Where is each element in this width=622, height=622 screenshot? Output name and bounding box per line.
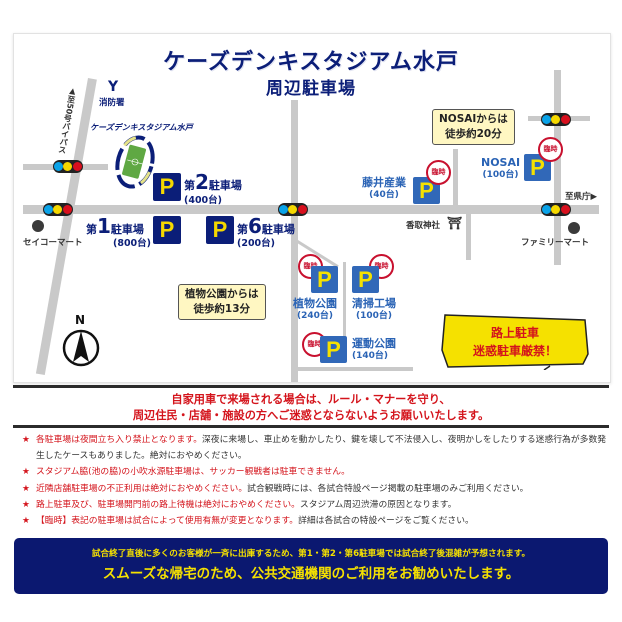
parking-icon-lot2: P: [153, 173, 181, 201]
stadium-icon: [114, 134, 156, 190]
seicomart-label: セイコーマート: [23, 238, 83, 248]
manners-headline: 自家用車で来場される場合は、ルール・マナーを守り、 周辺住民・店舗・施設の方へご…: [132, 393, 490, 422]
road-park-horizontal: [298, 367, 413, 371]
parking-lot-6-label[interactable]: 第6駐車場: [237, 214, 295, 238]
parking-lot-botanical-label[interactable]: 植物公園 (240台): [293, 297, 337, 321]
list-item: ★ 【臨時】表記の駐車場は試合によって使用有無が変更となります。詳細は各試合の特…: [22, 513, 612, 529]
road-shrine-vertical: [466, 212, 471, 260]
parking-icon-botanical: P: [311, 266, 338, 293]
traffic-light-icon: [53, 160, 83, 173]
compass-icon: [61, 328, 101, 368]
parking-lot-6-capacity: (200台): [237, 238, 276, 249]
list-item: ★ スタジアム脇(池の脇)の小吹水源駐車場は、サッカー観戦者は駐車できません。: [22, 464, 612, 480]
parking-lot-1-capacity: (800台): [113, 238, 152, 249]
parking-rules-list: ★ 各駐車場は夜間立ち入り禁止となります。深夜に来場し、車止めを動かしたり、鍵を…: [22, 432, 612, 529]
parking-icon-cleaning: P: [352, 266, 379, 293]
parking-icon-lot1: P: [153, 216, 181, 244]
seicomart-marker-icon: [32, 220, 44, 232]
traffic-light-icon: [278, 203, 308, 216]
star-icon: ★: [22, 435, 30, 445]
page-title: ケーズデンキスタジアム水戸: [163, 50, 459, 75]
nosai-walk-time-callout: NOSAIからは 徒歩約20分: [432, 109, 515, 145]
warning-line2: 迷惑駐車厳禁！: [472, 344, 557, 358]
parking-lot-2-label[interactable]: 第2駐車場: [184, 170, 242, 194]
traffic-light-icon: [541, 113, 571, 126]
botanical-walk-time-callout: 植物公園からは 徒歩約13分: [178, 284, 266, 320]
list-item: ★ 近隣店舗駐車場の不正利用は絶対におやめください。試合観戦時には、各試合特設ペ…: [22, 481, 612, 497]
list-item: ★ 路上駐車及び、駐車場開門前の路上待機は絶対におやめください。スタジアム周辺渋…: [22, 497, 612, 513]
banner-line2: スムーズな帰宅のため、公共交通機関のご利用をお勧めいたします。: [102, 566, 520, 582]
warning-line1: 路上駐車: [490, 326, 539, 340]
road-center-vertical: [291, 100, 298, 382]
list-item: ★ 各駐車場は夜間立ち入り禁止となります。深夜に来場し、車止めを動かしたり、鍵を…: [22, 432, 612, 464]
road-main-horizontal: [23, 205, 599, 214]
traffic-light-icon: [43, 203, 73, 216]
familymart-label: ファミリーマート: [521, 238, 590, 248]
parking-icon-lot6: P: [206, 216, 234, 244]
familymart-marker-icon: [568, 222, 580, 234]
compass-north-label: N: [75, 313, 86, 327]
parking-lot-cleaning-label[interactable]: 清掃工場 (100台): [352, 297, 396, 321]
divider-bottom: [13, 425, 609, 428]
parking-lot-sports-park-label[interactable]: 運動公園 (140台): [352, 337, 396, 361]
parking-lot-2-capacity: (400台): [184, 195, 223, 206]
no-street-parking-warning: 路上駐車 迷惑駐車厳禁！: [440, 312, 590, 370]
parking-lot-1-label[interactable]: 第1駐車場: [86, 214, 144, 238]
prefectural-office-direction-label: 至県庁▶: [565, 192, 598, 202]
parking-lot-fujii-label[interactable]: 藤井産業 (40台): [362, 176, 406, 200]
shrine-torii-icon: ⛩: [447, 216, 463, 230]
road-right-vertical: [554, 70, 561, 265]
banner-line1: 試合終了直後に多くのお客様が一斉に出庫するため、第1・第2・第6駐車場では試合終…: [91, 549, 531, 559]
road-park-inner-vertical: [343, 262, 346, 337]
fire-station-label: 消防署: [99, 98, 125, 108]
road-fujii-vertical: [453, 149, 458, 209]
stadium-label: ケーズデンキスタジアム水戸: [90, 123, 193, 132]
temporary-badge-icon: 臨時: [426, 160, 451, 185]
temporary-badge-icon: 臨時: [538, 137, 563, 162]
star-icon: ★: [22, 467, 30, 478]
public-transport-banner: 試合終了直後に多くのお客様が一斉に出庫するため、第1・第2・第6駐車場では試合終…: [14, 538, 608, 594]
fire-station-icon: Y: [108, 79, 119, 95]
star-icon: ★: [22, 499, 30, 510]
parking-icon-sports-park: P: [320, 336, 347, 363]
star-icon: ★: [22, 516, 30, 527]
page-subtitle: 周辺駐車場: [266, 79, 356, 99]
parking-icon-nosai: P: [524, 154, 551, 181]
divider-top: [13, 385, 609, 388]
parking-lot-nosai-label[interactable]: NOSAI (100台): [481, 156, 521, 180]
katori-shrine-label: 香取神社: [406, 221, 441, 231]
traffic-light-icon: [541, 203, 571, 216]
star-icon: ★: [22, 483, 30, 494]
